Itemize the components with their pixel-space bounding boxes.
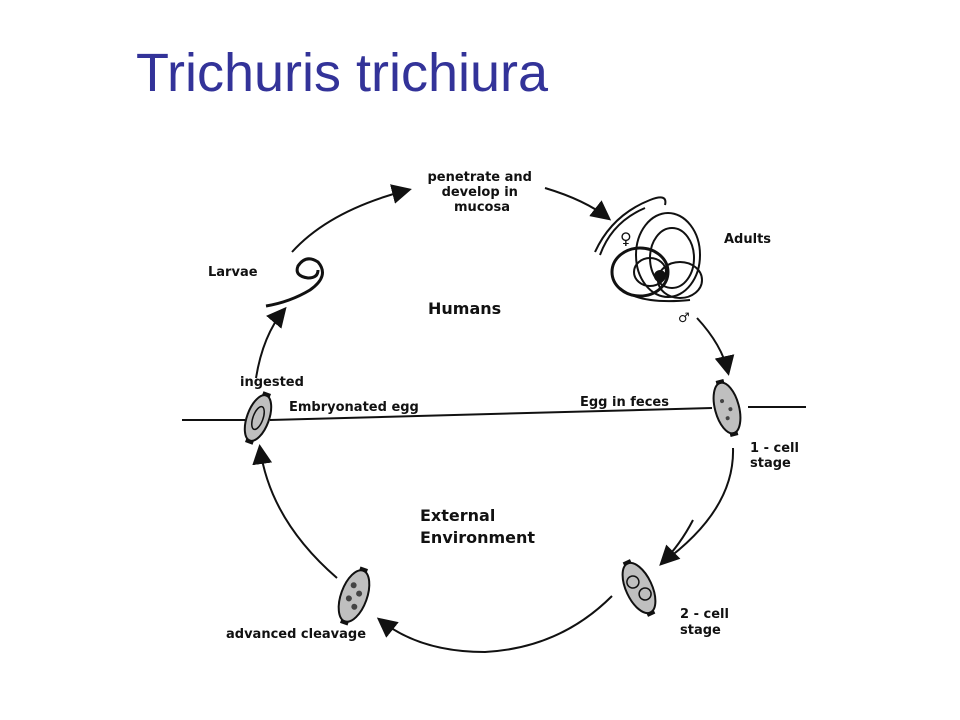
arc-adults-to-feces	[696, 317, 735, 376]
egg-in-feces	[712, 378, 742, 438]
adults-worms-illustration	[594, 196, 703, 303]
label-penetrate: penetrate and develop in mucosa	[427, 170, 536, 215]
arc-2cell-inlet	[659, 519, 694, 566]
label-adults: Adults	[724, 232, 771, 247]
arc-1cell-to-2cell	[661, 447, 735, 564]
label-humans: Humans	[428, 299, 501, 318]
label-embryonated-egg: Embryonated egg	[289, 400, 419, 415]
label-external-environment: External Environment	[420, 506, 535, 547]
label-2-cell-stage: 2 - cell stage	[680, 607, 733, 638]
arc-ingested-to-larvae	[255, 306, 287, 379]
label-larvae: Larvae	[208, 265, 258, 280]
larva-illustration	[265, 257, 324, 308]
label-ingested: ingested	[240, 375, 304, 390]
label-1-cell-stage: 1 - cell stage	[750, 441, 803, 471]
label-egg-in-feces: Egg in feces	[580, 395, 669, 410]
slide-title: Trichuris trichiura	[136, 43, 549, 103]
egg-ingested	[243, 391, 273, 445]
egg-advanced-cleavage	[337, 566, 371, 626]
divider-middle	[269, 407, 713, 421]
arc-cleavage-to-ingested	[252, 444, 338, 579]
label-advanced-cleavage: advanced cleavage	[226, 627, 366, 642]
arc-2cell-to-cleavage	[376, 595, 613, 654]
female-symbol: ♀	[620, 229, 632, 248]
egg-2-cell	[621, 559, 657, 617]
arc-larvae-to-penetrate	[291, 184, 412, 253]
male-symbol: ♂	[678, 311, 690, 326]
arc-penetrate-to-adults	[544, 187, 612, 221]
